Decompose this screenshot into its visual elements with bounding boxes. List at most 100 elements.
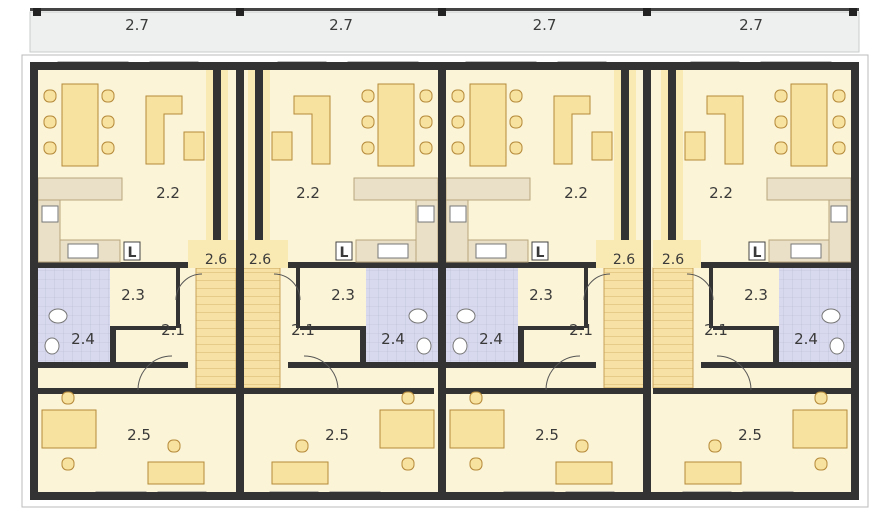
stairs	[603, 267, 645, 389]
chair	[167, 439, 181, 453]
room-label-living: 2.2	[156, 184, 180, 202]
room-label-wc: 2.3	[744, 286, 768, 304]
stair-landing	[188, 240, 236, 268]
kitchen-counter	[766, 177, 852, 201]
dimension-label: 2.7	[125, 16, 149, 34]
room-label-hall: 2.1	[161, 321, 185, 339]
room-label-hall: 2.1	[704, 321, 728, 339]
chair	[451, 89, 465, 103]
room-label-living: 2.2	[709, 184, 733, 202]
room-label-stairs: 2.6	[205, 252, 227, 268]
room-label-bath: 2.4	[71, 330, 95, 348]
chair	[814, 391, 828, 405]
sink-icon	[475, 243, 507, 259]
outer-walls	[30, 62, 859, 500]
bed-desk	[147, 461, 205, 485]
lower-wall	[240, 388, 434, 394]
lower-wall	[38, 388, 236, 394]
coffee-table	[271, 131, 293, 161]
room-label-living: 2.2	[296, 184, 320, 202]
appliance-label: L	[753, 245, 762, 261]
chair	[61, 457, 75, 471]
unit-2: L	[239, 61, 439, 499]
kitchen-counter	[37, 177, 123, 201]
room-label-living: 2.2	[564, 184, 588, 202]
kitchen-wall	[446, 262, 596, 268]
dimension-label: 2.7	[739, 16, 763, 34]
terrace-band	[29, 8, 860, 53]
stair-landing	[240, 240, 288, 268]
room-label-stairs: 2.6	[613, 252, 635, 268]
room-label-bath: 2.4	[381, 330, 405, 348]
bed-desk	[271, 461, 329, 485]
chair	[451, 141, 465, 155]
appliance-label: L	[536, 245, 545, 261]
chair	[43, 141, 57, 155]
sink-icon	[790, 243, 822, 259]
hall-wall	[255, 70, 263, 240]
coffee-table	[591, 131, 613, 161]
kitchen-wall	[288, 262, 438, 268]
stove-icon	[830, 205, 848, 223]
chair	[43, 89, 57, 103]
dimension-label: 2.7	[533, 16, 557, 34]
chair	[361, 89, 375, 103]
appliance-box	[748, 241, 766, 261]
room-label-room: 2.5	[738, 426, 762, 444]
chair	[774, 89, 788, 103]
room-label-bath: 2.4	[794, 330, 818, 348]
door-arc-wc	[583, 273, 611, 301]
toilet-icon	[408, 308, 428, 324]
wc-room	[300, 268, 366, 328]
chair	[575, 439, 589, 453]
hall-wall	[213, 70, 221, 240]
chair	[451, 115, 465, 129]
chair	[361, 141, 375, 155]
sink-icon	[67, 243, 99, 259]
door-arc	[545, 355, 581, 391]
dimension-label: 2.7	[329, 16, 353, 34]
stair-landing	[653, 240, 701, 268]
wc-room	[713, 268, 779, 328]
basin-icon	[416, 337, 432, 355]
dining-table	[377, 83, 415, 167]
kitchen-wall	[701, 262, 851, 268]
dining-table	[790, 83, 828, 167]
chair	[509, 89, 523, 103]
bed-desk	[684, 461, 742, 485]
chair	[832, 141, 846, 155]
toilet-icon	[456, 308, 476, 324]
bath-bottom-wall	[38, 362, 188, 368]
kitchen-counter	[353, 177, 439, 201]
wc-wall	[296, 268, 300, 328]
room-label-stairs: 2.6	[249, 252, 271, 268]
chair	[832, 89, 846, 103]
room-label-wc: 2.3	[121, 286, 145, 304]
chair	[774, 115, 788, 129]
door-arc-wc	[273, 273, 301, 301]
chair	[419, 141, 433, 155]
wc-bottom	[713, 326, 779, 330]
toilet-icon	[48, 308, 68, 324]
door-arc-wc	[175, 273, 203, 301]
coffee-table	[183, 131, 205, 161]
toilet-icon	[821, 308, 841, 324]
room-label-room: 2.5	[535, 426, 559, 444]
wc-wall	[709, 268, 713, 328]
sofa	[706, 95, 744, 165]
wc-wall	[584, 268, 588, 328]
unit-1-labels: 2.72.22.62.32.12.42.5	[71, 16, 227, 444]
chair	[101, 141, 115, 155]
bath-bottom-wall	[701, 362, 851, 368]
basin-icon	[44, 337, 60, 355]
chair	[469, 391, 483, 405]
sofa	[293, 95, 331, 165]
unit-3-labels: 2.72.22.62.32.12.42.5	[479, 16, 635, 444]
stairs	[195, 267, 237, 389]
stairs	[652, 267, 694, 389]
chair	[43, 115, 57, 129]
room-label-hall: 2.1	[569, 321, 593, 339]
stove-icon	[417, 205, 435, 223]
dining-table	[61, 83, 99, 167]
